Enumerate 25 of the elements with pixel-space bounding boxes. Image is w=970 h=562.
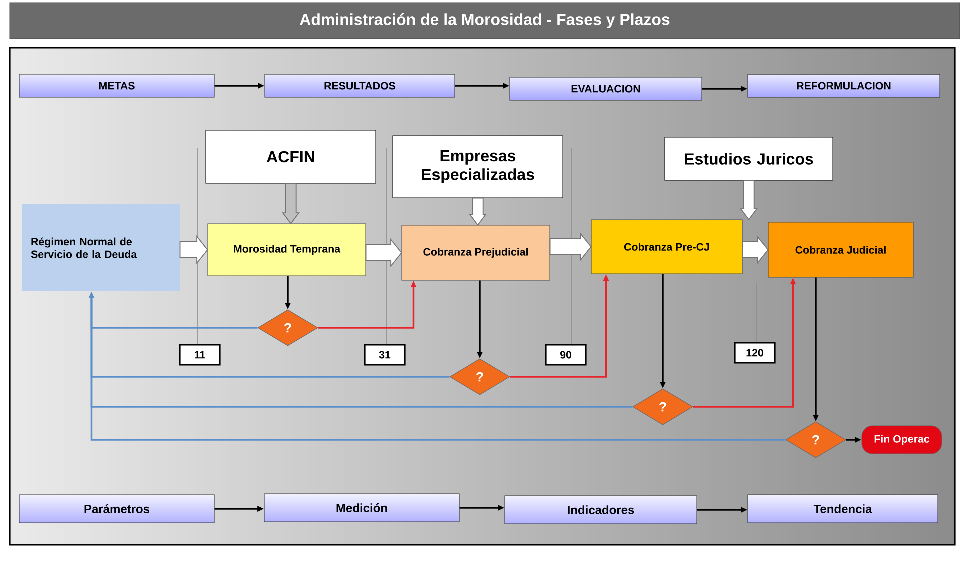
step-box: METAS — [19, 74, 215, 98]
process-box: Cobranza Prejudicial — [402, 225, 550, 281]
block-arrow — [180, 235, 208, 265]
step-box: REFORMULACION — [748, 74, 940, 98]
source-box: Empresas Especializadas — [392, 136, 564, 198]
source-box: ACFIN — [206, 130, 376, 184]
process-box: Cobranza Judicial — [768, 222, 914, 278]
step-box: Parámetros — [19, 494, 215, 524]
block-arrow — [742, 235, 769, 265]
end-terminal: Fin Operac — [862, 426, 942, 454]
title-banner: Administración de la Morosidad - Fases y Plazos — [10, 2, 960, 40]
step-box: RESULTADOS — [264, 74, 456, 98]
block-arrow — [469, 198, 487, 226]
start-box: Régimen Normal de Servicio de la Deuda — [22, 204, 180, 292]
step-box: Indicadores — [504, 496, 698, 524]
block-arrow — [550, 232, 592, 262]
block-arrow — [740, 180, 758, 221]
block-arrow — [282, 183, 300, 225]
step-box: Medición — [264, 494, 460, 522]
process-box: Cobranza Pre-CJ — [591, 220, 743, 274]
source-box: Estudios Juricos — [664, 137, 834, 181]
process-box: Morosidad Temprana — [208, 224, 366, 276]
block-arrow — [366, 238, 402, 268]
step-box: Tendencia — [748, 494, 938, 524]
step-box: EVALUACION — [510, 77, 702, 101]
